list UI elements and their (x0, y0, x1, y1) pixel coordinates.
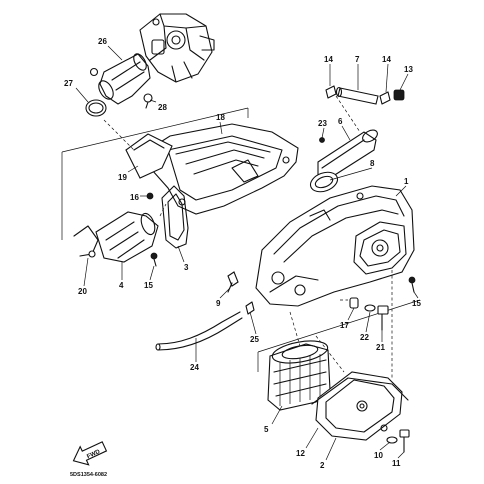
duct-6 (317, 129, 378, 179)
cover-2 (315, 371, 403, 441)
screw-21 (377, 305, 389, 331)
label-20: 20 (78, 287, 87, 296)
label-28: 28 (158, 103, 167, 112)
label-26: 26 (98, 37, 107, 46)
label-5: 5 (264, 425, 269, 434)
screw-23 (319, 137, 325, 143)
label-23: 23 (318, 119, 327, 128)
label-3: 3 (184, 263, 189, 272)
label-15-left: 15 (144, 281, 153, 290)
carburetor-assembly (139, 13, 215, 83)
plug-13 (393, 89, 405, 101)
fwd-arrow: FWD (72, 441, 108, 466)
screw-15-left (150, 252, 158, 267)
screw-28 (143, 93, 153, 109)
leader-lines (75, 45, 419, 461)
label-4: 4 (119, 281, 124, 290)
label-8: 8 (370, 159, 375, 168)
screw-11 (399, 429, 410, 453)
case-cover-18 (147, 123, 299, 215)
clamp-screw-top (89, 67, 99, 77)
label-11: 11 (392, 459, 401, 468)
washer-10 (386, 436, 398, 444)
fwd-label: FWD (86, 449, 102, 460)
label-10: 10 (374, 451, 383, 460)
clamp-20 (73, 225, 99, 258)
carburetor-joint (98, 53, 151, 105)
label-25: 25 (250, 335, 259, 344)
seal-8 (309, 171, 339, 193)
label-7: 7 (355, 55, 360, 64)
label-6: 6 (338, 117, 343, 126)
alignment-lines (103, 95, 393, 380)
grommet-22 (364, 304, 376, 312)
gasket-3 (161, 185, 189, 249)
label-18: 18 (216, 113, 225, 122)
label-21: 21 (376, 343, 385, 352)
label-9: 9 (216, 299, 221, 308)
label-15-right: 15 (412, 299, 421, 308)
label-17: 17 (340, 321, 349, 330)
label-22: 22 (360, 333, 369, 342)
label-2: 2 (320, 461, 325, 470)
label-24: 24 (190, 363, 199, 372)
air-cleaner-case-1 (255, 185, 415, 307)
label-1: 1 (404, 177, 409, 186)
label-14-left: 14 (324, 55, 333, 64)
intake-duct-4 (95, 211, 159, 263)
breather-pipe-7 (335, 86, 379, 105)
air-filter-element-5 (267, 340, 331, 411)
screw-15-right (408, 276, 416, 293)
assembly-frame-lower (257, 299, 421, 372)
part-labels: 26 27 28 18 19 16 3 4 20 15 14 7 14 13 2… (64, 37, 421, 470)
collar-17 (349, 297, 359, 309)
assembly-frame-top (61, 107, 249, 240)
screw-9 (227, 271, 239, 293)
label-19: 19 (118, 173, 127, 182)
label-14-right: 14 (382, 55, 391, 64)
clip-25 (245, 301, 255, 315)
clip-14-left (325, 85, 337, 99)
seal-12 (311, 377, 409, 405)
clip-14-right (379, 91, 391, 105)
label-12: 12 (296, 449, 305, 458)
label-16: 16 (130, 193, 139, 202)
drain-hose-24 (155, 311, 243, 351)
label-13: 13 (404, 65, 413, 74)
filter-element-19 (125, 133, 173, 179)
drawing-code: 5DS1354-6082 (70, 472, 107, 478)
label-27: 27 (64, 79, 73, 88)
hose-clamp-27 (85, 99, 107, 117)
